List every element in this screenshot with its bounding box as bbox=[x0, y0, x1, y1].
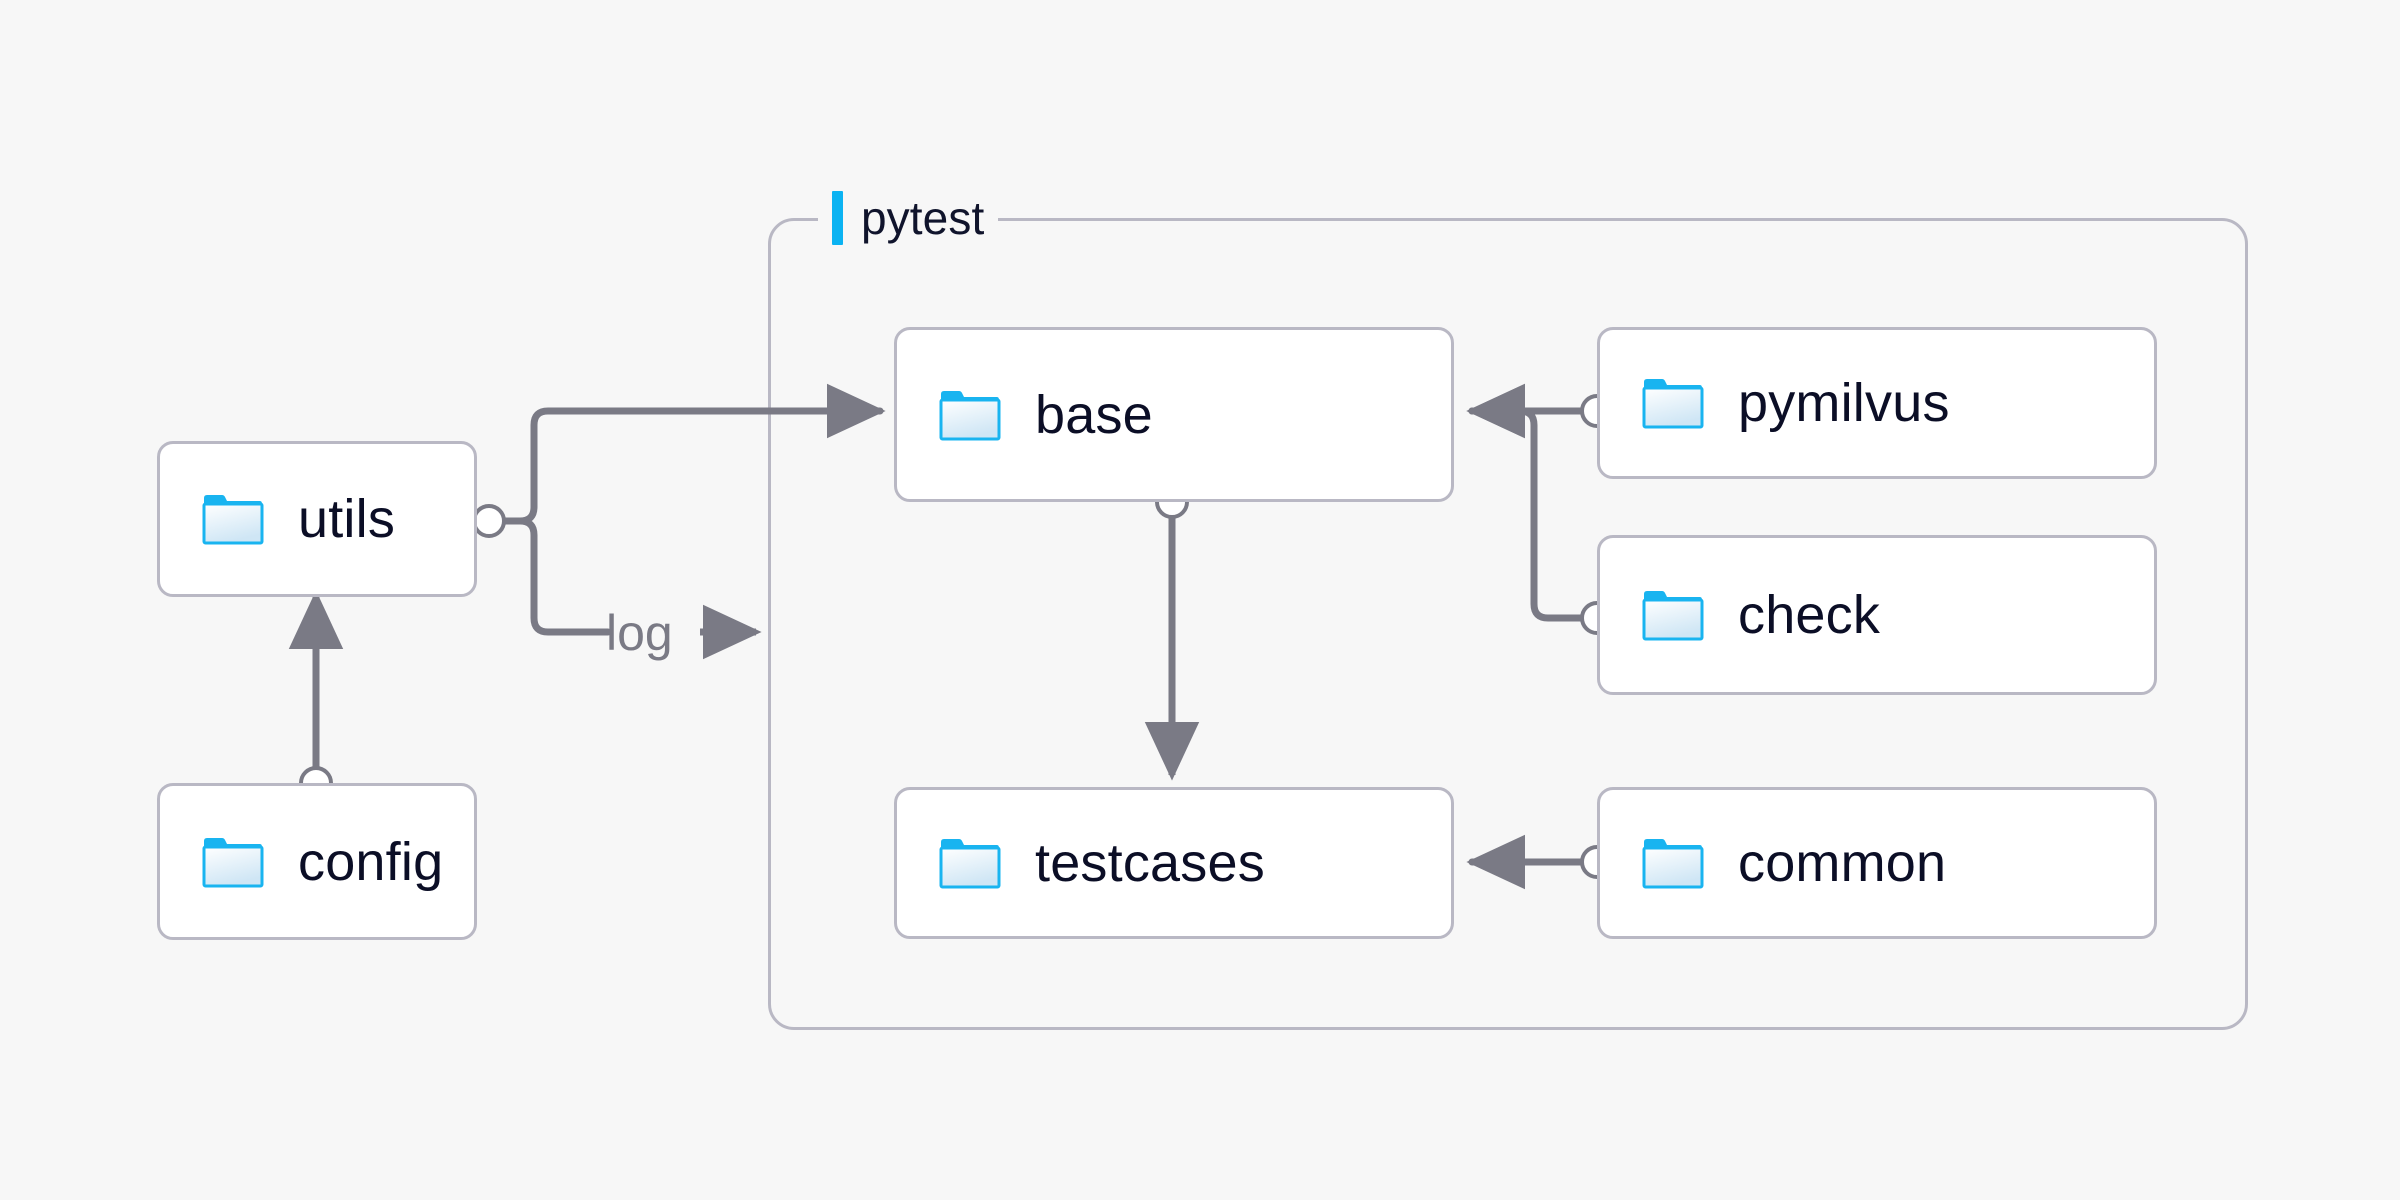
node-label: check bbox=[1738, 585, 1881, 645]
folder-icon bbox=[939, 839, 1001, 889]
node-label: config bbox=[298, 831, 444, 892]
folder-icon bbox=[1642, 591, 1704, 641]
node-check[interactable]: check bbox=[1597, 535, 2157, 695]
folder-icon bbox=[1642, 379, 1704, 429]
port-utils-right[interactable] bbox=[472, 504, 506, 538]
node-config[interactable]: config bbox=[157, 783, 477, 940]
folder-icon bbox=[1642, 839, 1704, 889]
group-title: pytest bbox=[861, 192, 985, 244]
group-container-pytest[interactable] bbox=[768, 218, 2248, 1030]
node-label: utils bbox=[298, 489, 396, 549]
node-base[interactable]: base bbox=[894, 327, 1454, 502]
node-pymilvus[interactable]: pymilvus bbox=[1597, 327, 2157, 479]
folder-icon bbox=[939, 390, 1001, 440]
accent-bar-icon bbox=[832, 191, 843, 245]
group-label-pytest: pytest bbox=[818, 186, 999, 250]
node-label: common bbox=[1738, 833, 1947, 893]
node-label: testcases bbox=[1035, 833, 1265, 893]
node-label: base bbox=[1035, 384, 1153, 445]
node-utils[interactable]: utils bbox=[157, 441, 477, 597]
edge-label-log: log bbox=[606, 605, 673, 661]
node-common[interactable]: common bbox=[1597, 787, 2157, 939]
node-label: pymilvus bbox=[1738, 373, 1950, 433]
node-testcases[interactable]: testcases bbox=[894, 787, 1454, 939]
folder-icon bbox=[202, 837, 264, 887]
folder-icon bbox=[202, 495, 264, 545]
